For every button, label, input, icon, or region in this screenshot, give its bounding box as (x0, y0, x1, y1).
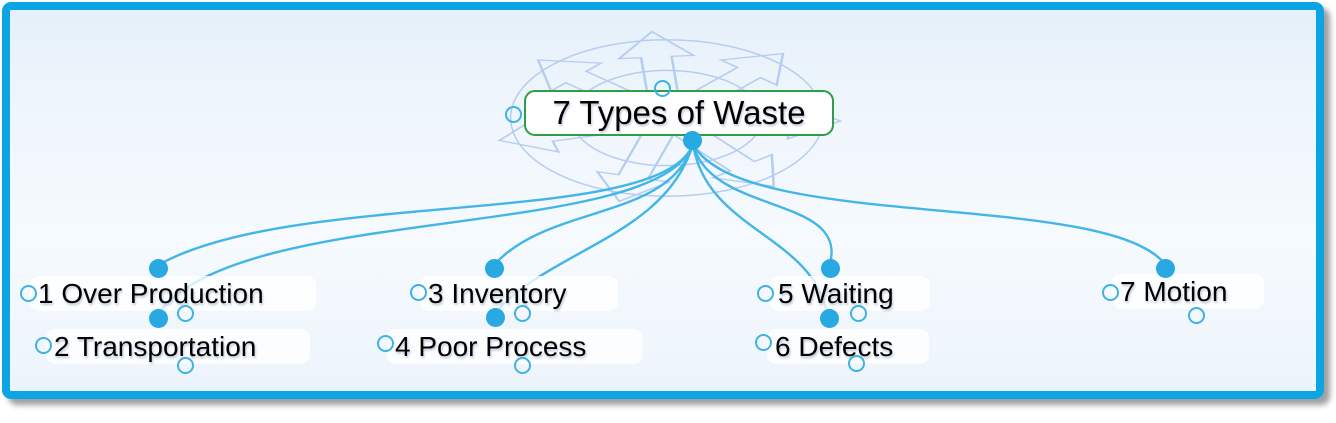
branch-curve-waiting (691, 142, 833, 266)
branch-curve-inventory (493, 142, 695, 266)
topic-connector-dot[interactable] (1156, 259, 1175, 278)
topic-left-handle-icon[interactable] (377, 335, 394, 352)
topic-bottom-handle-icon[interactable] (848, 355, 865, 372)
topic-connector-dot[interactable] (820, 309, 839, 328)
topic-node-over-production[interactable]: 1 Over Production (30, 276, 316, 311)
topic-bottom-handle-icon[interactable] (514, 305, 531, 322)
root-top-handle-icon[interactable] (654, 80, 671, 97)
topic-bottom-handle-icon[interactable] (1188, 307, 1205, 324)
topic-node-waiting[interactable]: 5 Waiting (770, 276, 930, 311)
topic-connector-dot[interactable] (149, 309, 168, 328)
topic-bottom-handle-icon[interactable] (850, 305, 867, 322)
topic-left-handle-icon[interactable] (755, 334, 772, 351)
topic-left-handle-icon[interactable] (410, 284, 427, 301)
topic-left-handle-icon[interactable] (35, 337, 52, 354)
topic-node-transportation[interactable]: 2 Transportation (46, 329, 310, 364)
topic-connector-dot[interactable] (486, 308, 505, 327)
topic-node-motion[interactable]: 7 Motion (1112, 274, 1264, 309)
mindmap-frame: 7 Types of Waste 1 Over Production 2 Tra… (2, 2, 1324, 399)
root-topic-node[interactable]: 7 Types of Waste (524, 90, 834, 136)
topic-bottom-handle-icon[interactable] (177, 305, 194, 322)
mindmap-canvas: 7 Types of Waste 1 Over Production 2 Tra… (10, 10, 1316, 391)
topic-node-defects[interactable]: 6 Defects (767, 329, 929, 364)
branch-curve-transportation (157, 142, 695, 315)
root-left-handle-icon[interactable] (505, 106, 522, 123)
topic-node-poor-process[interactable]: 4 Poor Process (387, 329, 643, 364)
topic-bottom-handle-icon[interactable] (514, 357, 531, 374)
branch-curve-over-production (158, 142, 695, 266)
topic-connector-dot[interactable] (485, 259, 504, 278)
topic-bottom-handle-icon[interactable] (177, 357, 194, 374)
topic-left-handle-icon[interactable] (20, 285, 37, 302)
branch-curve-motion (691, 142, 1167, 266)
topic-connector-dot[interactable] (149, 259, 168, 278)
topic-node-inventory[interactable]: 3 Inventory (420, 276, 618, 311)
topic-left-handle-icon[interactable] (757, 285, 774, 302)
topic-connector-dot[interactable] (821, 259, 840, 278)
topic-left-handle-icon[interactable] (1102, 284, 1119, 301)
root-connector-dot[interactable] (683, 131, 702, 150)
